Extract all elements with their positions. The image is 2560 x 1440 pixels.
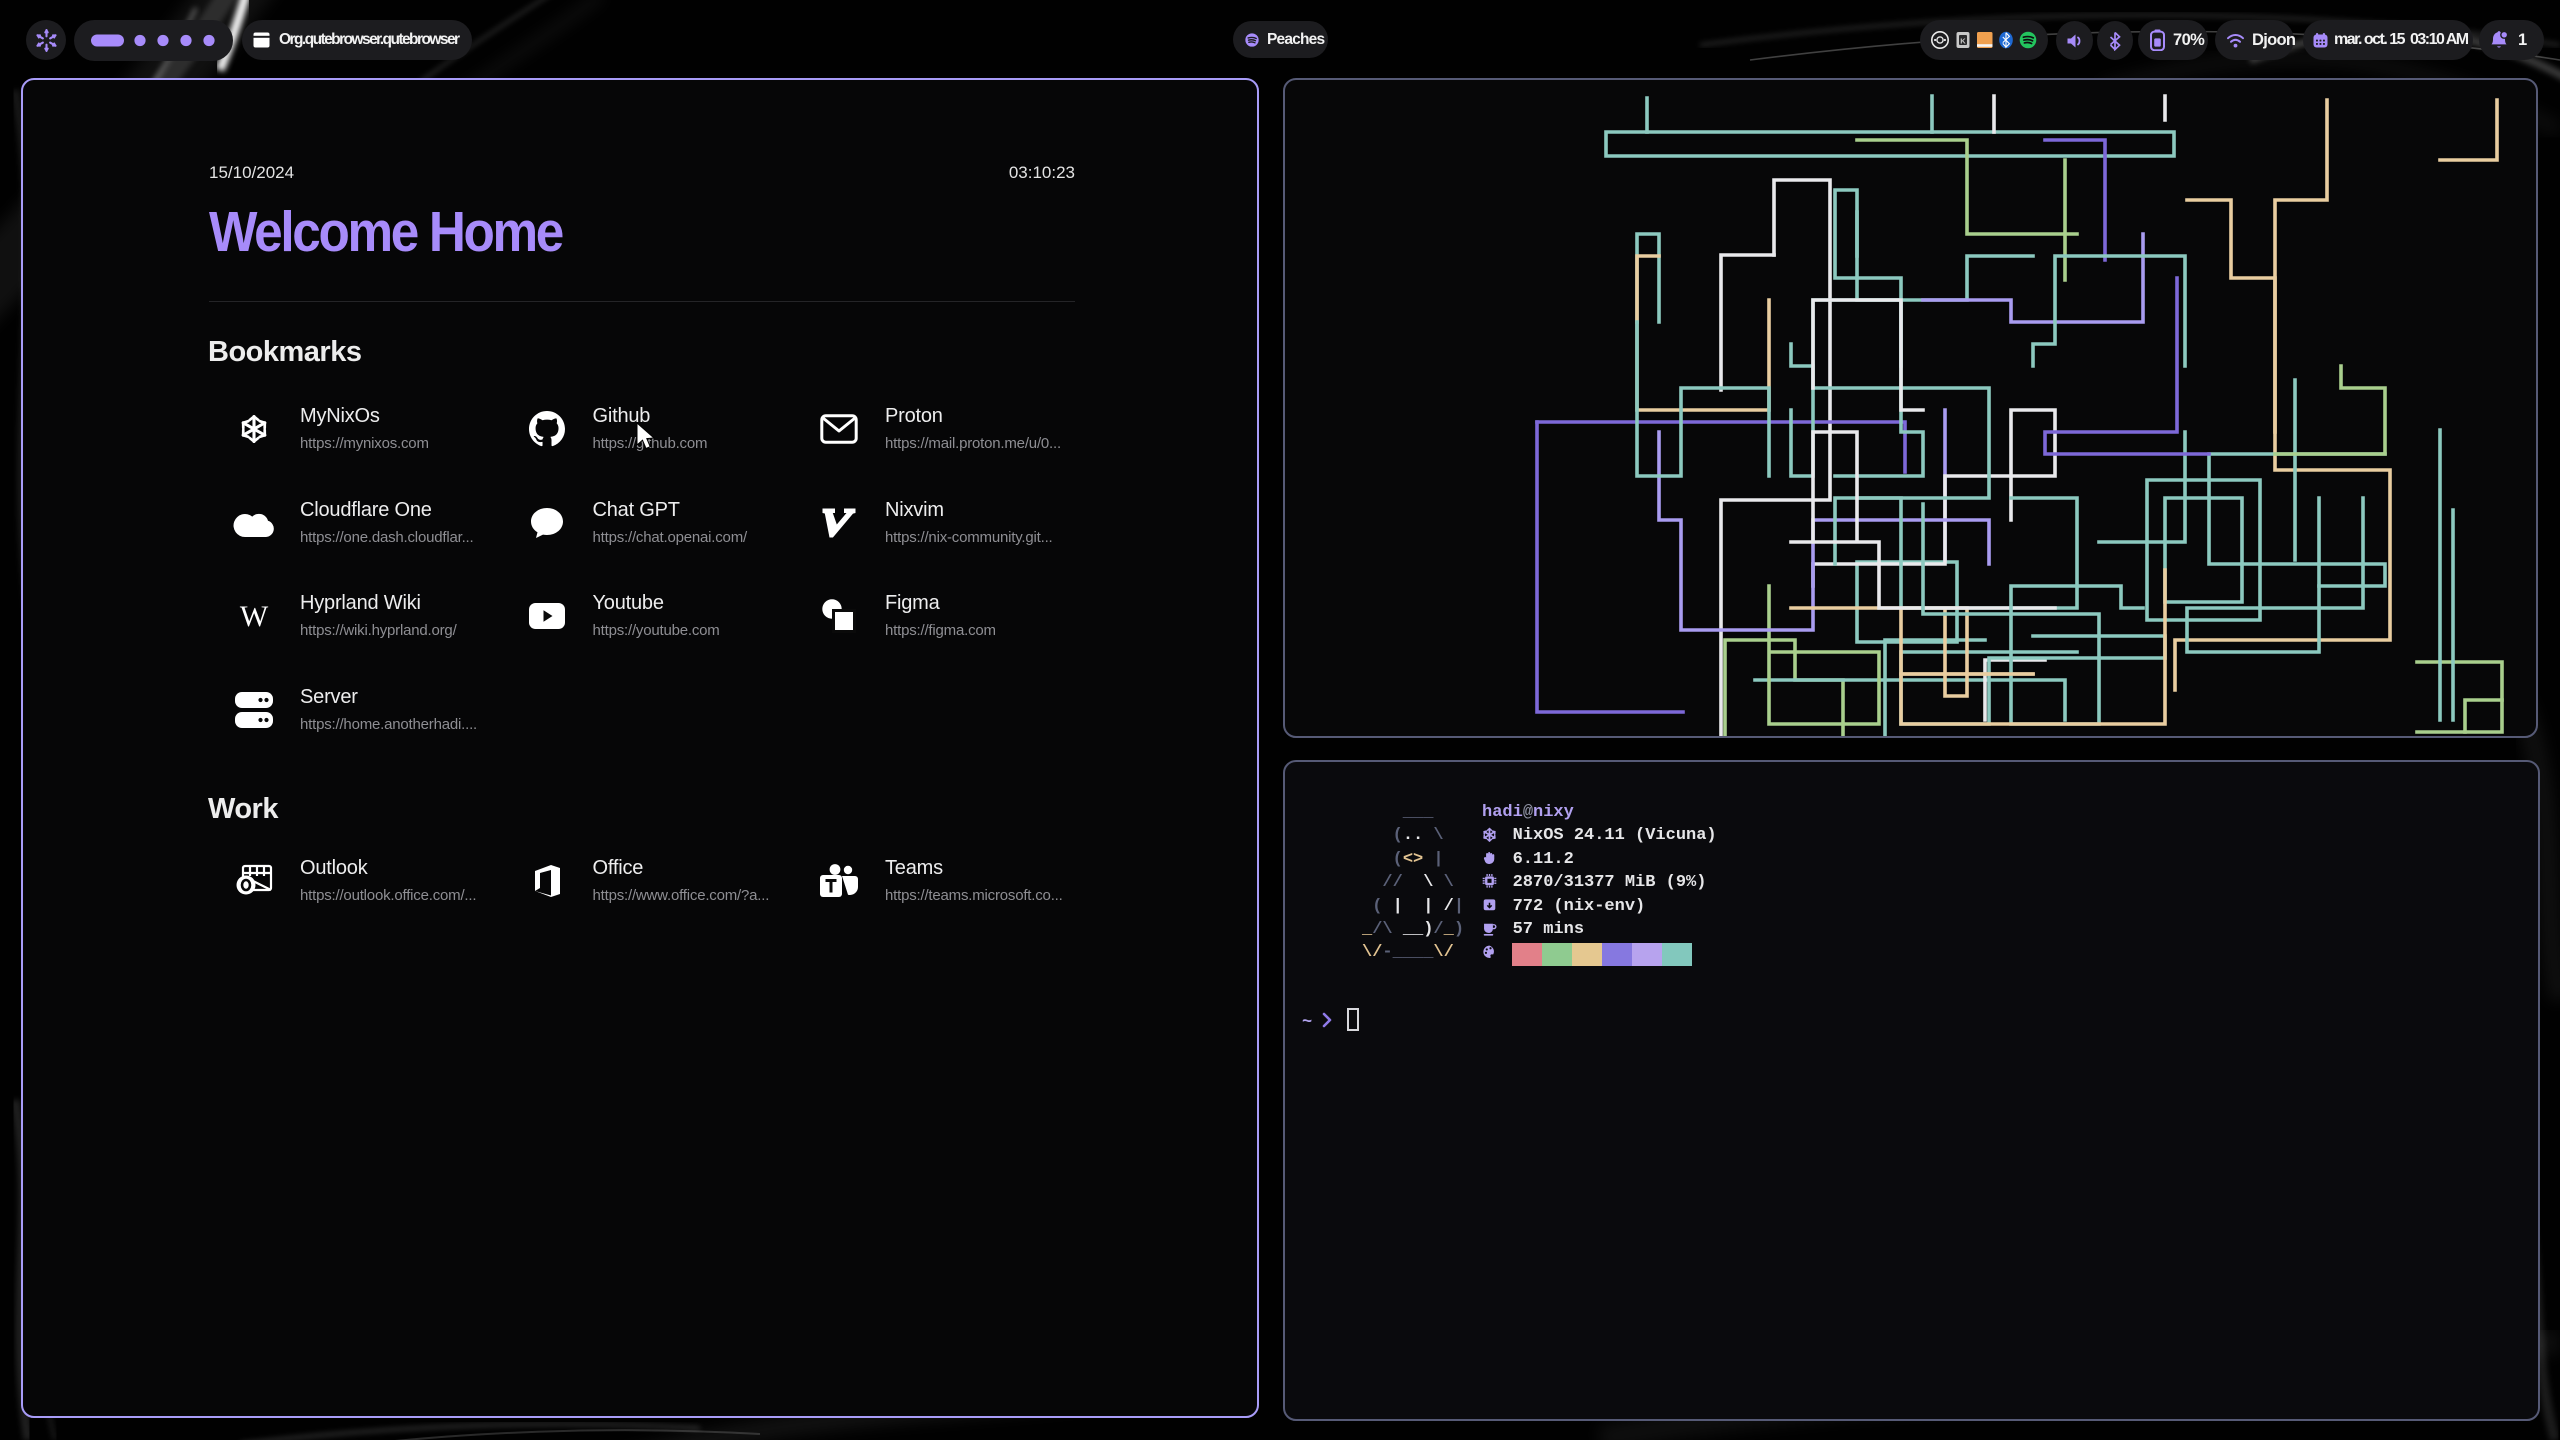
- svg-text:W: W: [240, 600, 269, 633]
- svg-text:K: K: [1960, 36, 1966, 45]
